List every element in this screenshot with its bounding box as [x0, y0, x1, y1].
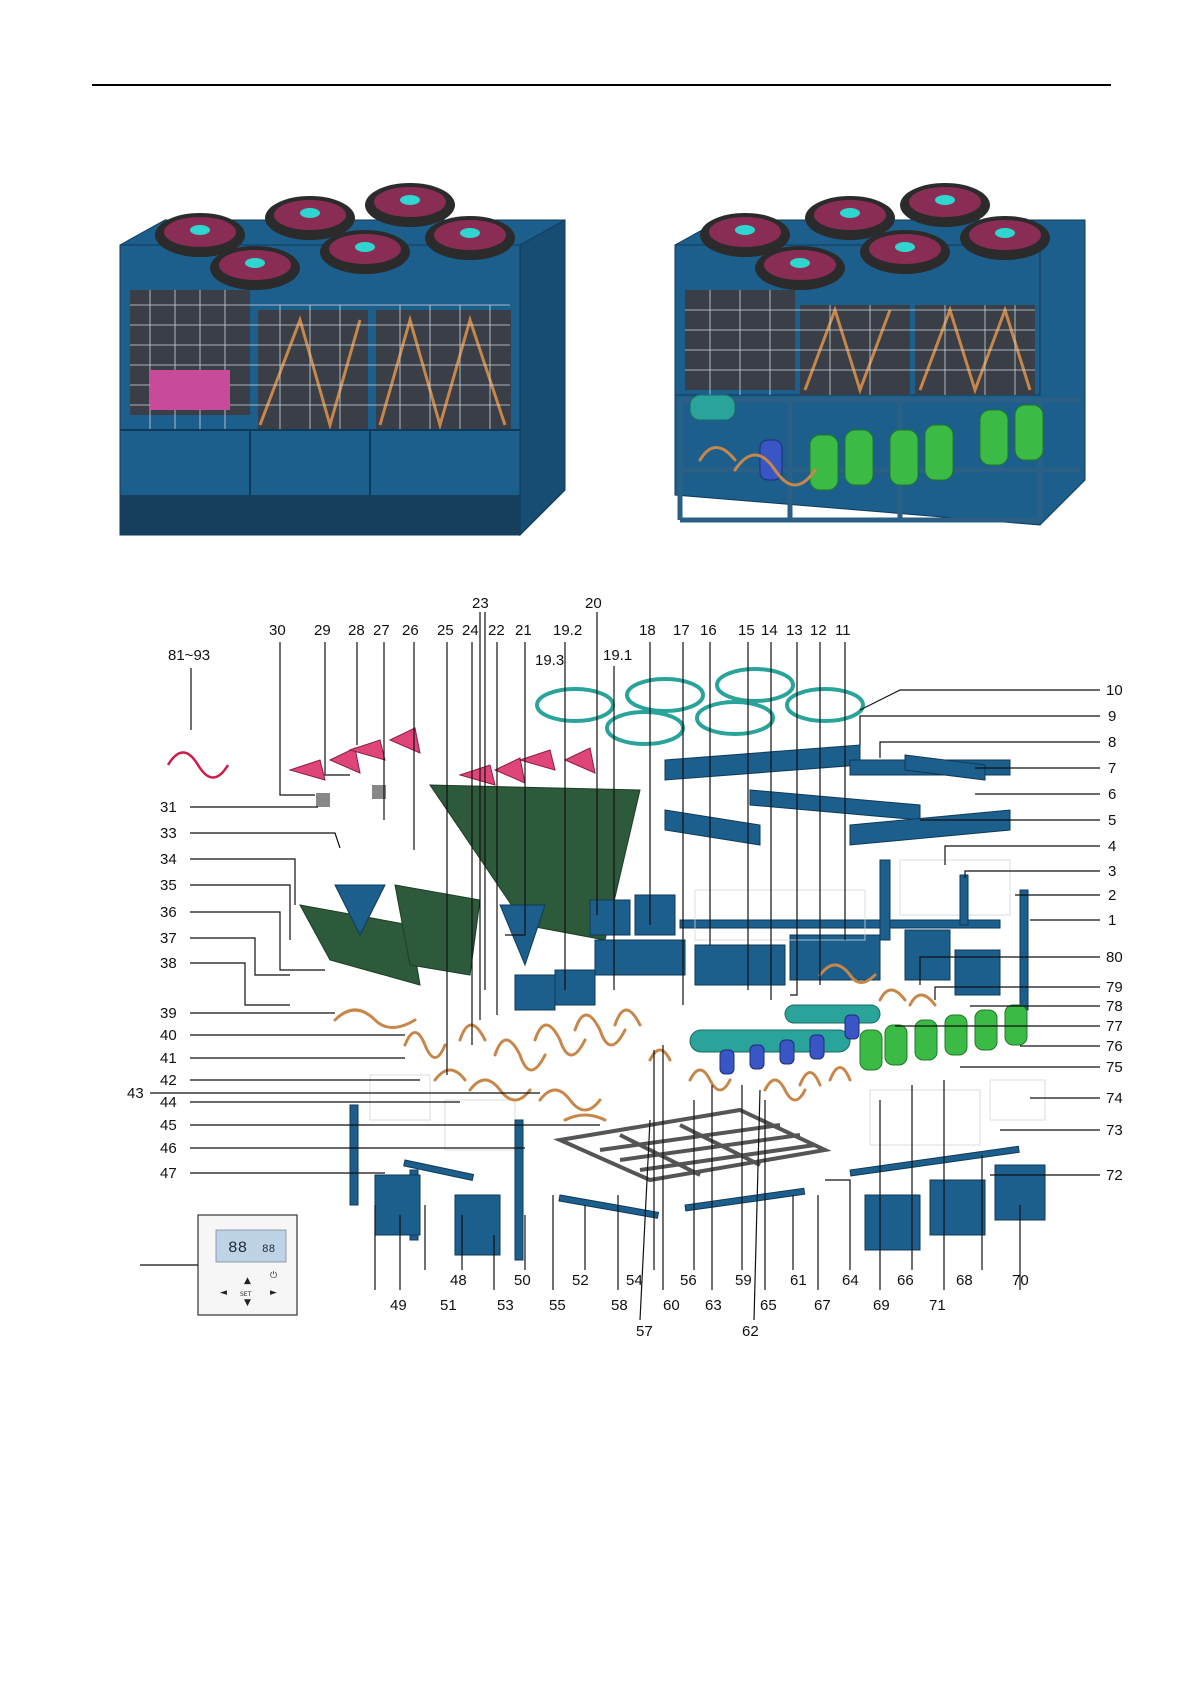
label-3: 3 — [1108, 863, 1116, 880]
controller-key-power: ⏻ — [270, 1270, 277, 1281]
label-range: 81~93 — [168, 647, 210, 664]
label-68: 68 — [956, 1272, 973, 1289]
label-43: 43 — [127, 1085, 144, 1102]
label-61: 61 — [790, 1272, 807, 1289]
label-18: 18 — [639, 622, 656, 639]
label-35: 35 — [160, 877, 177, 894]
label-46: 46 — [160, 1140, 177, 1157]
label-11: 11 — [835, 622, 851, 639]
unit-photo-closed — [120, 183, 565, 535]
controller-display-temp: 88 — [262, 1244, 275, 1256]
label-67: 67 — [814, 1297, 831, 1314]
label-50: 50 — [514, 1272, 531, 1289]
label-28: 28 — [348, 622, 365, 639]
wired-controller: 88 88 ◄ ▲ ▼ ► ⏻ SET — [198, 1215, 297, 1315]
label-73: 73 — [1106, 1122, 1123, 1139]
label-44: 44 — [160, 1094, 177, 1111]
label-72: 72 — [1106, 1167, 1123, 1184]
label-59: 59 — [735, 1272, 752, 1289]
label-57: 57 — [636, 1323, 653, 1340]
label-5: 5 — [1108, 812, 1116, 829]
label-1: 1 — [1108, 912, 1116, 929]
label-15: 15 — [738, 622, 755, 639]
controller-key-right: ► — [270, 1288, 277, 1298]
label-38: 38 — [160, 955, 177, 972]
label-40: 40 — [160, 1027, 177, 1044]
label-51: 51 — [440, 1297, 457, 1314]
label-13: 13 — [786, 622, 803, 639]
label-80: 80 — [1106, 949, 1123, 966]
label-64: 64 — [842, 1272, 859, 1289]
label-42: 42 — [160, 1072, 177, 1089]
label-37: 37 — [160, 930, 177, 947]
label-2: 2 — [1108, 887, 1116, 904]
label-66: 66 — [897, 1272, 914, 1289]
controller-display-digits: 88 — [228, 1239, 247, 1257]
label-49: 49 — [390, 1297, 407, 1314]
label-33: 33 — [160, 825, 177, 842]
label-56: 56 — [680, 1272, 697, 1289]
label-24: 24 — [462, 622, 479, 639]
label-23: 23 — [472, 595, 489, 612]
label-58: 58 — [611, 1297, 628, 1314]
label-79: 79 — [1106, 979, 1123, 996]
label-65: 65 — [760, 1297, 777, 1314]
label-41: 41 — [160, 1050, 177, 1067]
label-21: 21 — [515, 622, 532, 639]
label-22: 22 — [488, 622, 505, 639]
label-54: 54 — [626, 1272, 643, 1289]
label-19-1: 19.1 — [603, 647, 632, 664]
label-47: 47 — [160, 1165, 177, 1182]
label-48: 48 — [450, 1272, 467, 1289]
label-60: 60 — [663, 1297, 680, 1314]
label-53: 53 — [497, 1297, 514, 1314]
label-75: 75 — [1106, 1059, 1123, 1076]
exploded-parts-diagram — [168, 669, 1045, 1260]
label-4: 4 — [1108, 838, 1116, 855]
label-77: 77 — [1106, 1018, 1123, 1035]
label-74: 74 — [1106, 1090, 1123, 1107]
label-78: 78 — [1106, 998, 1123, 1015]
label-17: 17 — [673, 622, 690, 639]
label-20: 20 — [585, 595, 602, 612]
label-34: 34 — [160, 851, 177, 868]
label-19-3: 19.3 — [535, 652, 564, 669]
label-30: 30 — [269, 622, 286, 639]
label-55: 55 — [549, 1297, 566, 1314]
label-8: 8 — [1108, 734, 1116, 751]
label-9: 9 — [1108, 708, 1116, 725]
label-36: 36 — [160, 904, 177, 921]
label-12: 12 — [810, 622, 827, 639]
label-7: 7 — [1108, 760, 1116, 777]
label-25: 25 — [437, 622, 454, 639]
label-16: 16 — [700, 622, 717, 639]
label-71: 71 — [929, 1297, 946, 1314]
label-63: 63 — [705, 1297, 722, 1314]
label-19-2: 19.2 — [553, 622, 582, 639]
label-6: 6 — [1108, 786, 1116, 803]
controller-key-set: SET — [240, 1291, 252, 1298]
label-62: 62 — [742, 1323, 759, 1340]
label-27: 27 — [373, 622, 390, 639]
label-39: 39 — [160, 1005, 177, 1022]
label-52: 52 — [572, 1272, 589, 1289]
controller-key-up: ▲ — [244, 1276, 251, 1286]
label-10: 10 — [1106, 682, 1123, 699]
label-26: 26 — [402, 622, 419, 639]
unit-photo-open — [675, 183, 1085, 525]
controller-key-down: ▼ — [244, 1298, 251, 1308]
label-14: 14 — [761, 622, 778, 639]
controller-key-left: ◄ — [220, 1288, 227, 1298]
label-45: 45 — [160, 1117, 177, 1134]
label-29: 29 — [314, 622, 331, 639]
label-69: 69 — [873, 1297, 890, 1314]
label-76: 76 — [1106, 1038, 1123, 1055]
label-31: 31 — [160, 799, 177, 816]
